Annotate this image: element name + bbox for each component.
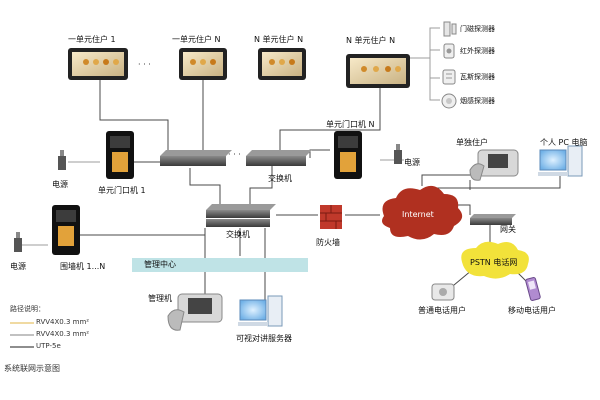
label-management-unit: 管理机 (148, 294, 172, 303)
label-switch-top: 交换机 (268, 174, 292, 183)
pstn-cloud (461, 241, 529, 279)
management-center-band (132, 258, 308, 272)
indoor-monitor-unit-n (346, 54, 410, 88)
label-management-center: 管理中心 (144, 260, 176, 269)
mobile-phone-icon (525, 277, 541, 301)
legend-item-utp: UTP-5e (36, 342, 61, 350)
legend-item-rvv-1: RVV4X0.3 mm² (36, 318, 90, 326)
personal-pc-icon (538, 145, 583, 177)
label-power-2: 电源 (404, 158, 420, 167)
smoke-sensor-icon (441, 93, 457, 109)
label-firewall: 防火墙 (316, 238, 340, 247)
door-station-1 (106, 131, 134, 179)
ellipsis-1: · · · (138, 60, 151, 69)
label-personal-pc: 个人 PC 电脑 (540, 138, 588, 147)
label-mobile-user: 移动电话用户 (508, 306, 556, 315)
label-landline-user: 普通电话用户 (418, 306, 466, 315)
label-pstn: PSTN 电话网 (470, 258, 518, 267)
label-single-resident: 单独住户 (456, 138, 488, 147)
switch-top-right (246, 150, 312, 166)
landline-phone-icon (431, 283, 455, 301)
label-sensor-gas: 瓦斯探测器 (460, 73, 495, 81)
single-resident-phone (469, 149, 519, 181)
label-door-station-1: 单元门口机 1 (98, 186, 146, 195)
switch-main (206, 204, 276, 227)
door-sensor-icon (443, 21, 457, 37)
fence-station (52, 205, 80, 255)
label-fence-unit: 围墙机 1...N (60, 262, 106, 271)
label-sensor-smoke: 烟感探测器 (460, 97, 495, 105)
label-sensor-door: 门磁探测器 (460, 25, 495, 33)
legend-item-rvv-2: RVV4X0.3 mm² (36, 330, 90, 338)
door-station-n (334, 131, 362, 179)
label-sensor-ir: 红外探测器 (460, 47, 495, 55)
internet-cloud (382, 185, 463, 240)
indoor-monitor-n (179, 48, 227, 80)
infrared-sensor-icon (443, 43, 455, 59)
switch-top-left (160, 150, 232, 166)
label-resident-n: 一单元住户 N (172, 35, 221, 44)
label-n-resident-n: N 单元住户 N (254, 35, 304, 44)
indoor-monitor-1 (68, 48, 128, 80)
label-switch-main: 交换机 (226, 230, 250, 239)
indoor-monitor-n-n (258, 48, 306, 80)
label-door-station-n: 单元门口机 N (326, 120, 375, 129)
label-power-3: 电源 (10, 262, 26, 271)
sensor-lines (410, 27, 440, 101)
label-internet: Internet (402, 210, 434, 219)
label-resident-1: 一单元住户 1 (68, 35, 116, 44)
label-power-1: 电源 (52, 180, 68, 189)
power-supply-3 (14, 232, 22, 252)
label-video-server: 可视对讲服务器 (236, 334, 292, 343)
power-supply-1 (58, 150, 66, 170)
management-unit-icon (167, 293, 223, 331)
diagram-caption: 系统联网示意图 (4, 364, 60, 373)
firewall-icon (320, 205, 342, 229)
label-gateway: 网关 (500, 225, 516, 234)
gas-sensor-icon (442, 69, 456, 85)
legend-title: 路径说明： (10, 305, 45, 313)
gateway-switch (470, 214, 516, 225)
label-n-resident-n-2: N 单元住户 N (346, 36, 396, 45)
power-supply-2 (394, 144, 402, 164)
ellipsis-2: · · · (228, 150, 241, 159)
video-server-icon (238, 295, 283, 327)
